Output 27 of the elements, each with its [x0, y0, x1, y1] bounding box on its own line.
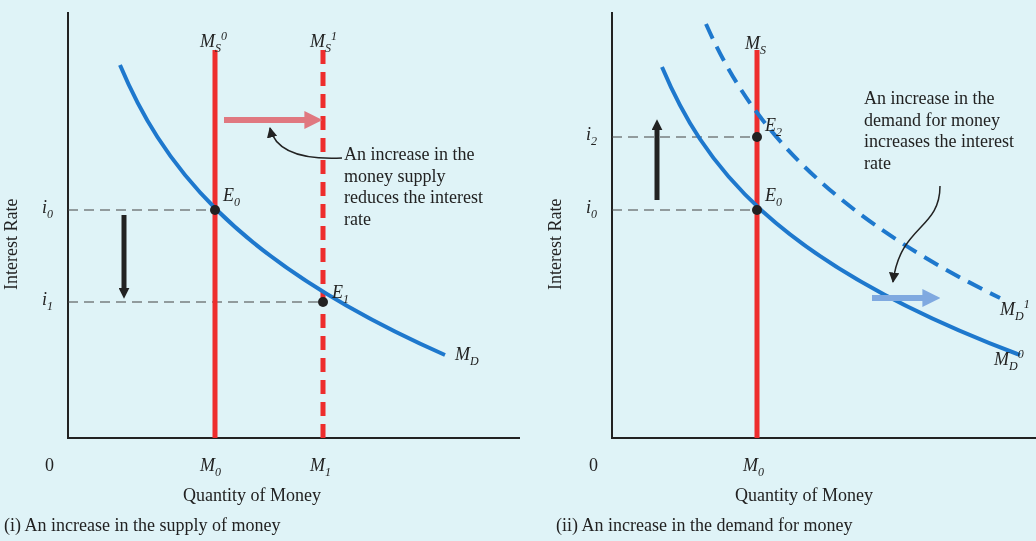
- point-label: E$_{2}$: [765, 116, 782, 139]
- curve-label: M$_{S}$: [745, 34, 766, 57]
- annotation-text: An increase in the money supply reduces the interest rate: [344, 144, 504, 231]
- leader-line: [889, 185, 941, 284]
- caption: (i) An increase in the supply of money: [4, 516, 281, 536]
- annotation-text: An increase in the demand for money increases the interest rate: [864, 88, 1024, 175]
- point-label: E$_{0}$: [223, 186, 240, 209]
- curve-label: M$_{D}$: [455, 345, 479, 368]
- axis-title: Quantity of Money: [183, 486, 321, 506]
- point-label: E$_{0}$: [765, 186, 782, 209]
- point-label: E$_{1}$: [332, 283, 349, 306]
- tick-label: i$_{0}$: [586, 198, 597, 221]
- tick-label: i$_{0}$: [42, 198, 53, 221]
- tick-label: i$_{2}$: [586, 125, 597, 148]
- caption: (ii) An increase in the demand for money: [556, 516, 853, 536]
- tick-label: 0: [589, 456, 598, 476]
- axis-title: Quantity of Money: [735, 486, 873, 506]
- axis-title: Interest Rate: [2, 198, 22, 290]
- tick-label: 0: [45, 456, 54, 476]
- tick-label: i$_{1}$: [42, 290, 53, 313]
- axis-title: Interest Rate: [546, 198, 566, 290]
- leader-line: [267, 127, 343, 159]
- tick-label: M$_{0}$: [743, 456, 764, 479]
- shift-arrow: [872, 289, 941, 307]
- tick-label: M$_{0}$: [200, 456, 221, 479]
- shift-arrow: [224, 111, 323, 129]
- tick-label: M$_{1}$: [310, 456, 331, 479]
